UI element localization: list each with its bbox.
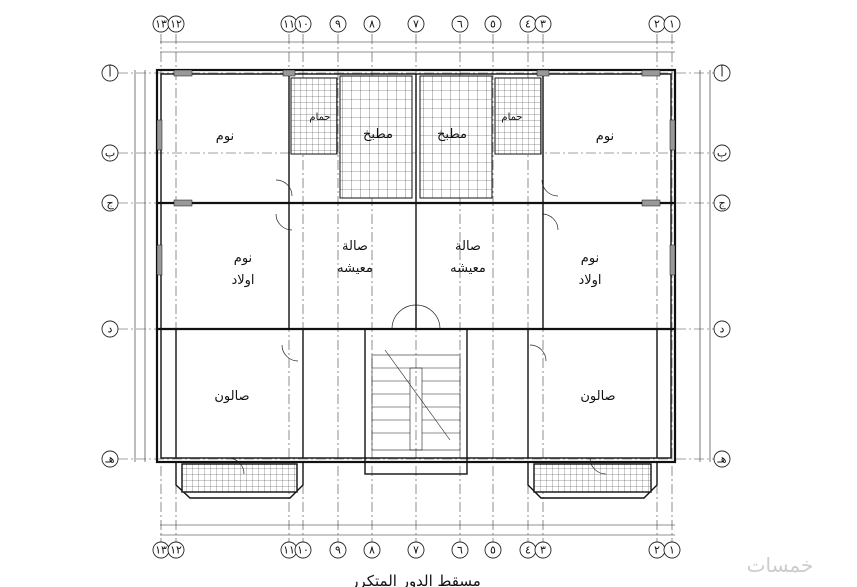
kitchen-left-tiles (339, 75, 413, 199)
watermark: خمسات (747, 553, 814, 577)
grid-label-bottom-11: ٢ (654, 544, 660, 557)
bath-right-tiles (494, 77, 542, 155)
room-label-living-left-1: صالة (342, 239, 368, 254)
grid-label-bottom-5: ٨ (369, 544, 375, 557)
room-label-bath-left: حمام (309, 112, 330, 123)
grid-label-top-8: ٥ (490, 18, 496, 31)
grid-bubbles-right: أ ب ج د هـ (713, 64, 731, 468)
grid-label-top-9: ٤ (525, 18, 531, 31)
room-label-bath-right: حمام (501, 112, 522, 123)
grid-bubble-bottom-6 (407, 541, 425, 559)
grid-bubble-left-1 (101, 144, 119, 162)
dimension-lines (134, 41, 711, 536)
grid-label-bottom-0: ١٣ (155, 544, 167, 557)
grid-bubble-bottom-12 (663, 541, 681, 559)
room-label-salon-left: صالون (214, 389, 249, 404)
grid-bubble-top-8 (484, 15, 502, 33)
grid-bubble-bottom-1 (167, 541, 185, 559)
grid-bubble-bottom-5 (363, 541, 381, 559)
grid-label-right-3: د (720, 323, 725, 336)
grid-label-top-5: ٨ (369, 18, 375, 31)
grid-bubble-left-3 (101, 320, 119, 338)
grid-bubble-top-12 (663, 15, 681, 33)
grid-bubble-left-0 (101, 64, 119, 82)
grid-label-bottom-12: ١ (669, 544, 675, 557)
grid-label-top-12: ١ (669, 18, 675, 31)
plan-title: مسقط الدور المتكرر (350, 572, 481, 587)
grid-bubble-bottom-7 (451, 541, 469, 559)
grid-label-top-6: ٧ (413, 18, 419, 31)
room-label-living-right-2: معيشه (450, 261, 486, 276)
grid-bubble-right-1 (713, 144, 731, 162)
grid-label-right-0: أ (720, 66, 723, 80)
grid-label-top-10: ٣ (540, 18, 546, 31)
grid-label-left-4: هـ (104, 453, 114, 466)
grid-bubble-right-0 (713, 64, 731, 82)
grid-label-top-0: ١٣ (155, 18, 167, 31)
grid-bubble-bottom-8 (484, 541, 502, 559)
grid-bubble-top-4 (329, 15, 347, 33)
grid-label-bottom-9: ٤ (525, 544, 531, 557)
room-label-living-left-2: معيشه (337, 261, 373, 276)
grid-bubbles-left: أ ب ج د هـ (101, 64, 119, 468)
balconies (175, 462, 658, 499)
grid-label-left-2: ج (106, 197, 114, 210)
grid-label-left-1: ب (105, 147, 115, 160)
grid-label-right-2: ج (718, 197, 726, 210)
room-label-kids-left-2: اولاد (231, 273, 254, 288)
grid-label-top-4: ٩ (335, 18, 341, 31)
room-label-kids-right-2: اولاد (578, 273, 601, 288)
grid-label-bottom-4: ٩ (335, 544, 341, 557)
grid-bubble-top-5 (363, 15, 381, 33)
windows (156, 69, 676, 276)
staircase (371, 349, 461, 451)
grid-bubble-right-2 (713, 194, 731, 212)
grid-bubble-left-2 (101, 194, 119, 212)
door-swings (227, 179, 607, 475)
grid-bubble-right-3 (713, 320, 731, 338)
grid-label-top-3: ١٠ (297, 18, 309, 31)
room-label-bedroom-right: نوم (596, 129, 614, 144)
kitchen-right-tiles (419, 75, 493, 199)
grid-label-bottom-1: ١٢ (170, 544, 182, 557)
grid-label-top-1: ١٢ (170, 18, 182, 31)
room-label-kitchen-left: مطبخ (363, 127, 393, 142)
grid-label-bottom-7: ٦ (457, 544, 463, 557)
grid-label-bottom-6: ٧ (413, 544, 419, 557)
grid-bubble-left-4 (101, 450, 119, 468)
grid-label-left-0: أ (108, 66, 111, 80)
bath-left-tiles (290, 77, 338, 155)
grid-label-right-4: هـ (716, 453, 726, 466)
room-label-kitchen-right: مطبخ (437, 127, 467, 142)
grid-label-top-11: ٢ (654, 18, 660, 31)
room-label-bedroom-left: نوم (216, 129, 234, 144)
grid-bubble-bottom-4 (329, 541, 347, 559)
grid-label-bottom-8: ٥ (490, 544, 496, 557)
grid-bubble-bottom-10 (534, 541, 552, 559)
grid-label-bottom-2: ١١ (283, 544, 295, 557)
grid-label-right-1: ب (717, 147, 727, 160)
grid-bubble-top-3 (294, 15, 312, 33)
grid-bubble-top-10 (534, 15, 552, 33)
grid-label-left-3: د (108, 323, 113, 336)
room-label-living-right-1: صالة (455, 239, 481, 254)
room-label-salon-right: صالون (580, 389, 615, 404)
grid-bubble-top-1 (167, 15, 185, 33)
grid-label-bottom-10: ٣ (540, 544, 546, 557)
grid-bubble-right-4 (713, 450, 731, 468)
grid-label-top-7: ٦ (457, 18, 463, 31)
room-label-kids-left-1: نوم (234, 251, 252, 266)
grid-bubble-bottom-3 (294, 541, 312, 559)
grid-bubble-top-6 (407, 15, 425, 33)
grid-bubble-top-7 (451, 15, 469, 33)
grid-label-bottom-3: ١٠ (297, 544, 309, 557)
room-label-kids-right-1: نوم (581, 251, 599, 266)
grid-label-top-2: ١١ (283, 18, 295, 31)
axis-lines-horizontal (118, 72, 720, 460)
